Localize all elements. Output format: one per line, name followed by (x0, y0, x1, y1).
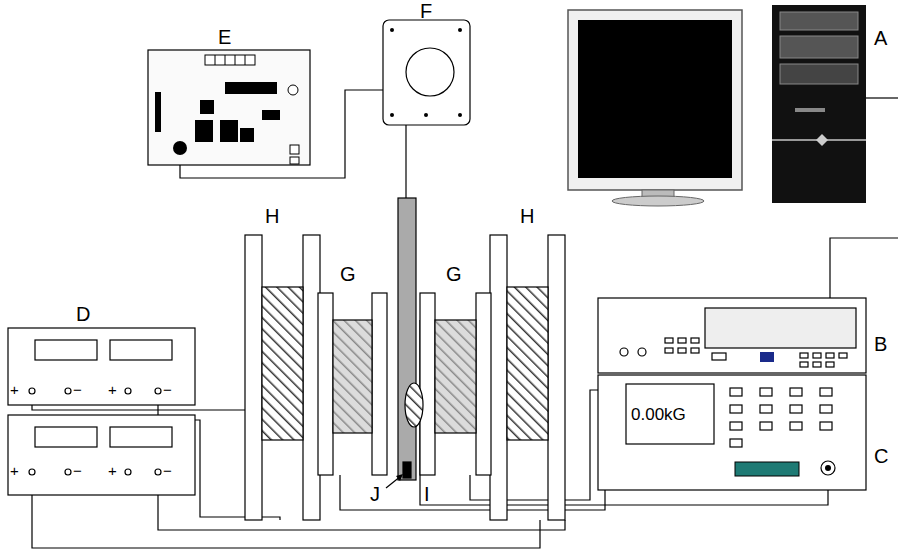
part-label: E (218, 27, 231, 47)
part-label: G (446, 264, 462, 284)
terminal-sign: − (163, 463, 172, 478)
part-label: F (420, 1, 432, 21)
terminal-sign: − (73, 463, 82, 478)
terminal-sign: + (10, 382, 19, 397)
part-label: H (520, 206, 534, 226)
part-label: D (76, 304, 90, 324)
part-label: C (874, 446, 888, 466)
terminal-sign: + (108, 463, 117, 478)
part-label: J (370, 484, 380, 504)
terminal-sign: − (73, 382, 82, 397)
terminal-sign: + (10, 463, 19, 478)
part-label: H (265, 206, 279, 226)
display-reading: 0.00kG (631, 406, 686, 423)
part-label: A (874, 28, 887, 48)
part-label: B (874, 334, 887, 354)
terminal-sign: + (108, 382, 117, 397)
part-label: I (424, 484, 430, 504)
terminal-sign: − (163, 382, 172, 397)
part-label: G (340, 264, 356, 284)
